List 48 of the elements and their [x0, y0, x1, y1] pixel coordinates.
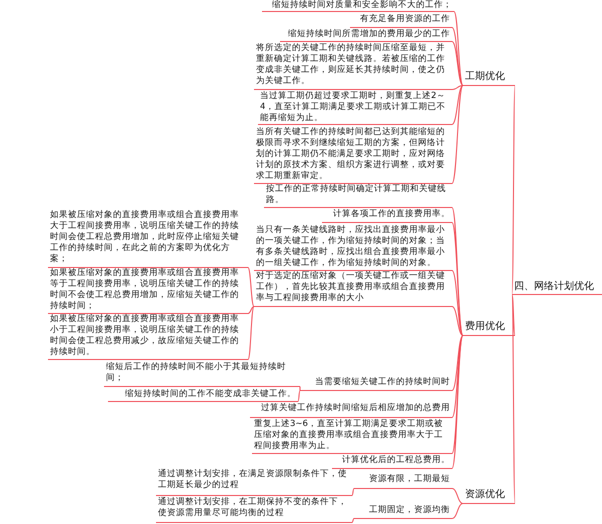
branch-line	[452, 335, 464, 418]
branch-line	[248, 306, 254, 360]
topic-label: 资源优化	[463, 489, 515, 504]
branch-line	[452, 270, 464, 336]
topic-label: 计算优化后的工程总费用。	[332, 455, 452, 469]
branch-line	[352, 518, 354, 523]
branch-line	[452, 27, 464, 86]
branch-line	[452, 41, 464, 86]
branch-line	[452, 503, 464, 519]
topic-label: 当所有关键工作的持续时间都已达到其能缩短的极限而寻求不到继续缩短工期的方案，但网络计划的计算工期仍不能满足要求工期时，应对网络计划的原技术方案、组织方案进行调整，或对要求工期重新审定。	[254, 127, 452, 184]
root-topic: 四、网络计划优化	[512, 281, 602, 295]
topic-label: 将所选定的关键工作的持续时间压缩至最短，并重新确定计算工期和关键线路。若被压缩的工作变成非关键工作，则应延长其持续时间，使之仍为关键工作。	[254, 43, 452, 90]
topic-label: 缩短持续时间对质量和安全影响不大的工作；	[262, 0, 454, 12]
topic-label: 有充足备用资源的工作	[350, 14, 452, 28]
topic-label: 工期优化	[463, 71, 515, 86]
topic-label: 如果被压缩对象的直接费用率或组合直接费用率大于工程间接费用率，说明压缩关键工作的持续时间会使工程总费用增加，此时应停止缩短关键工作的持续时间，在此之前的方案即为优化方案；	[48, 210, 248, 268]
branch-line	[512, 294, 516, 504]
branch-line	[452, 488, 464, 504]
topic-label: 缩短持续时间的工作不能变成非关键工作。	[108, 389, 298, 402]
topic-label: 通过调整计划安排，在工期保持不变的条件下，使资源需用量尽可能均衡的过程	[156, 497, 352, 523]
branch-line	[352, 488, 354, 496]
topic-label: 资源有限，工期最短	[354, 474, 452, 489]
branch-line	[248, 267, 254, 307]
branch-line	[452, 306, 464, 336]
topic-label: 费用优化	[463, 321, 515, 336]
topic-label: 重复上述3~6，直至计算工期满足要求工期或被压缩对象的直接费用率或组合直接费用率大于工程间接费用率为止。	[252, 419, 452, 454]
topic-label: 如果被压缩对象的直接费用率或组合直接费用率小于工程间接费用率，说明压缩关键工作的持续时间会使工程总费用减少，故应缩短关键工作的持续时间。	[48, 314, 248, 360]
topic-label: 当过算工期仍超过要求工期时，则重复上述2～4，直至计算工期满足要求工期或计算工期已不能再缩短为止。	[258, 91, 452, 125]
branch-line	[512, 294, 516, 336]
branch-line	[452, 85, 464, 90]
topic-label: 通过调整计划安排，在满足资源限制条件下，使工期延长最少的过程	[156, 469, 352, 496]
topic-label: 对于选定的压缩对象（一项关键工作或一组关键工作），首先比较其直接费用率或组合直接费用率与工程间接费用率的大小	[254, 271, 452, 307]
branch-line	[248, 306, 254, 314]
branch-line	[452, 335, 464, 391]
topic-label: 工期固定，资源均衡	[354, 505, 452, 519]
topic-label: 如果被压缩对象的直接费用率或组合直接费用率等于工程间接费用率，说明压缩关键工作的持续时间不会使工程总费用增加，应缩短关键工作的持续时间；	[48, 268, 248, 314]
topic-label: 按工作的正常持续时间确定计算工期和关键线路。	[264, 184, 452, 208]
branch-line	[452, 85, 464, 125]
topic-label: 缩短持续时间所需增加的费用最少的工作	[280, 29, 452, 42]
topic-label: 当需要缩短关键工作的持续时间时	[300, 377, 452, 391]
topic-label: 计算各项工作的直接费用率。	[322, 209, 452, 223]
branch-line	[512, 85, 516, 295]
branch-line	[298, 390, 300, 402]
branch-line	[452, 85, 464, 184]
topic-label: 过算关键工作持续时间缩短后相应增加的总费用	[250, 403, 452, 418]
topic-label: 当只有一条关键线路时，应找出直接费用率最小的一项关键工作，作为缩短持续时间的对象；当有多条关键线路时，应找出组合直接费用率最小的一组关键工作，作为缩短持续时间的对象。	[254, 225, 452, 271]
topic-label: 缩短后工作的持续时间不能小于其最短持续时间；	[104, 362, 300, 387]
branch-line	[454, 11, 464, 86]
